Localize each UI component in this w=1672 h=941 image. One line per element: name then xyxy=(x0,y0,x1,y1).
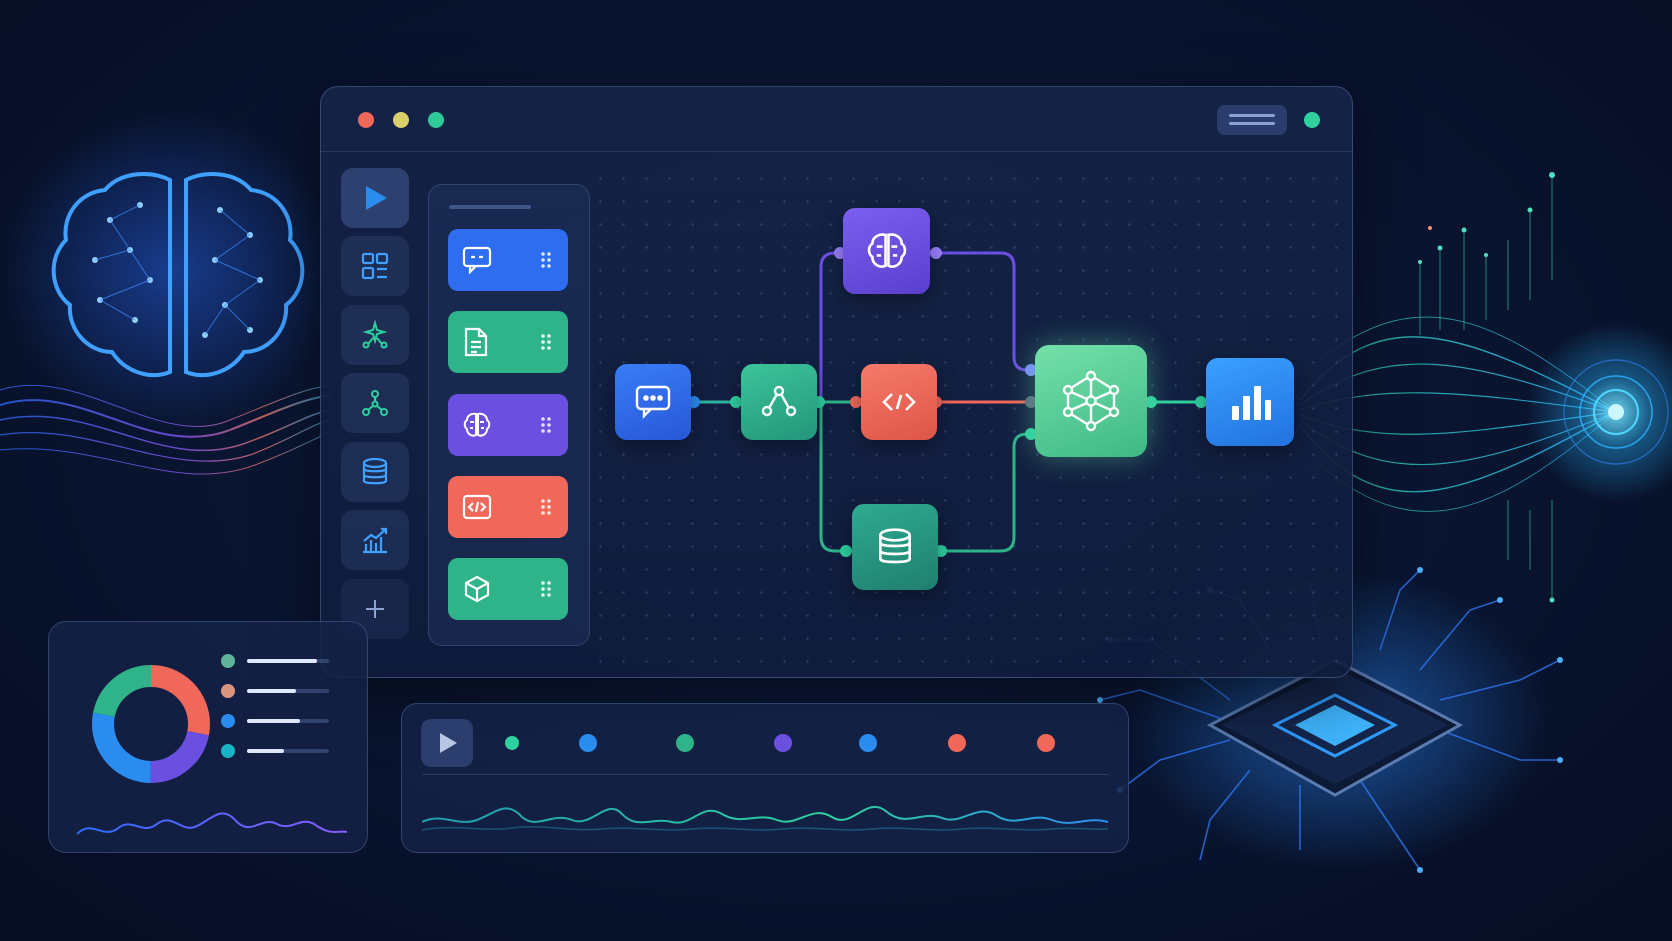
flow-node-router[interactable] xyxy=(741,364,817,440)
flow-node-output[interactable] xyxy=(1206,358,1294,446)
timeline-play-button[interactable] xyxy=(421,719,473,767)
timeline-marker[interactable] xyxy=(1037,734,1055,752)
close-dot[interactable] xyxy=(358,112,374,128)
database-icon xyxy=(879,528,911,564)
legend-bar-fill xyxy=(247,689,297,693)
line-chart-icon xyxy=(363,527,388,554)
document-icon xyxy=(464,327,488,357)
timeline-marker[interactable] xyxy=(774,734,792,752)
palette-item-chat[interactable] xyxy=(448,229,568,291)
brain-icon xyxy=(463,412,491,437)
chat-icon xyxy=(635,385,671,419)
chat-icon xyxy=(462,246,492,274)
legend-bar-fill xyxy=(247,719,301,723)
play-icon xyxy=(366,186,387,210)
palette-item-code[interactable] xyxy=(448,476,568,538)
legend-bar-track xyxy=(247,659,329,663)
sidebar-item-analytics[interactable] xyxy=(341,510,409,570)
palette-item-brain[interactable] xyxy=(448,394,568,456)
timeline-divider xyxy=(422,774,1108,775)
palette-item-document[interactable] xyxy=(448,311,568,373)
timeline-panel xyxy=(401,703,1129,853)
legend-bar-track xyxy=(247,719,329,723)
legend-bar-fill xyxy=(247,659,317,663)
legend-bar-fill xyxy=(247,749,284,753)
flow-node-database[interactable] xyxy=(852,504,938,590)
timeline-marker[interactable] xyxy=(579,734,597,752)
legend-bar-track xyxy=(247,749,329,753)
sidebar-item-run[interactable] xyxy=(341,168,409,228)
graph-icon xyxy=(362,390,388,416)
flow-node-neural[interactable] xyxy=(1035,345,1147,457)
drag-handle-icon[interactable] xyxy=(540,333,552,351)
flow-node-code[interactable] xyxy=(861,364,937,440)
legend-dot xyxy=(221,744,235,758)
neural-network-icon xyxy=(1062,370,1120,432)
menu-lines-icon[interactable] xyxy=(1217,105,1287,135)
brain-icon xyxy=(867,233,906,268)
donut-segment xyxy=(92,665,210,783)
flow-node-input[interactable] xyxy=(615,364,691,440)
sidebar-item-database[interactable] xyxy=(341,442,409,502)
minimize-dot[interactable] xyxy=(393,112,409,128)
title-bar xyxy=(321,87,1352,152)
plus-icon xyxy=(366,600,384,618)
sidebar-item-grid[interactable] xyxy=(341,236,409,296)
grid-icon xyxy=(361,252,389,280)
timeline-marker[interactable] xyxy=(676,734,694,752)
donut-chart xyxy=(92,665,210,783)
left-data-waves xyxy=(0,384,331,475)
legend-dot xyxy=(221,654,235,668)
timeline-marker[interactable] xyxy=(859,734,877,752)
status-dot xyxy=(1304,112,1320,128)
play-icon xyxy=(440,733,457,753)
brain-illustration xyxy=(0,110,340,430)
drag-handle-icon[interactable] xyxy=(540,251,552,269)
legend-dot xyxy=(221,714,235,728)
palette-header-bar xyxy=(449,205,531,209)
code-icon xyxy=(882,393,916,411)
target-rings xyxy=(1526,322,1672,502)
timeline-waveform xyxy=(422,805,1108,831)
donut-segment xyxy=(92,665,210,783)
legend-dot xyxy=(221,684,235,698)
timeline-marker[interactable] xyxy=(948,734,966,752)
timeline-track[interactable] xyxy=(502,728,1102,758)
code-icon xyxy=(462,494,492,520)
sparkline xyxy=(77,812,347,835)
stats-panel xyxy=(48,621,368,853)
database-icon xyxy=(362,457,388,485)
particle-lines xyxy=(1419,175,1553,600)
flow-node-brain[interactable] xyxy=(843,208,930,294)
drag-handle-icon[interactable] xyxy=(540,416,552,434)
cube-icon xyxy=(464,575,490,603)
sidebar-item-graph[interactable] xyxy=(341,373,409,433)
legend-bar-track xyxy=(247,689,329,693)
sidebar-item-ai[interactable] xyxy=(341,305,409,365)
palette-item-cube[interactable] xyxy=(448,558,568,620)
share-icon xyxy=(761,385,797,417)
donut-segment xyxy=(92,665,210,783)
bar-chart-icon xyxy=(1232,386,1271,420)
maximize-dot[interactable] xyxy=(428,112,444,128)
sparkle-network-icon xyxy=(362,320,388,349)
workflow-editor-window xyxy=(320,86,1353,678)
drag-handle-icon[interactable] xyxy=(540,580,552,598)
component-palette xyxy=(428,184,590,646)
drag-handle-icon[interactable] xyxy=(540,498,552,516)
